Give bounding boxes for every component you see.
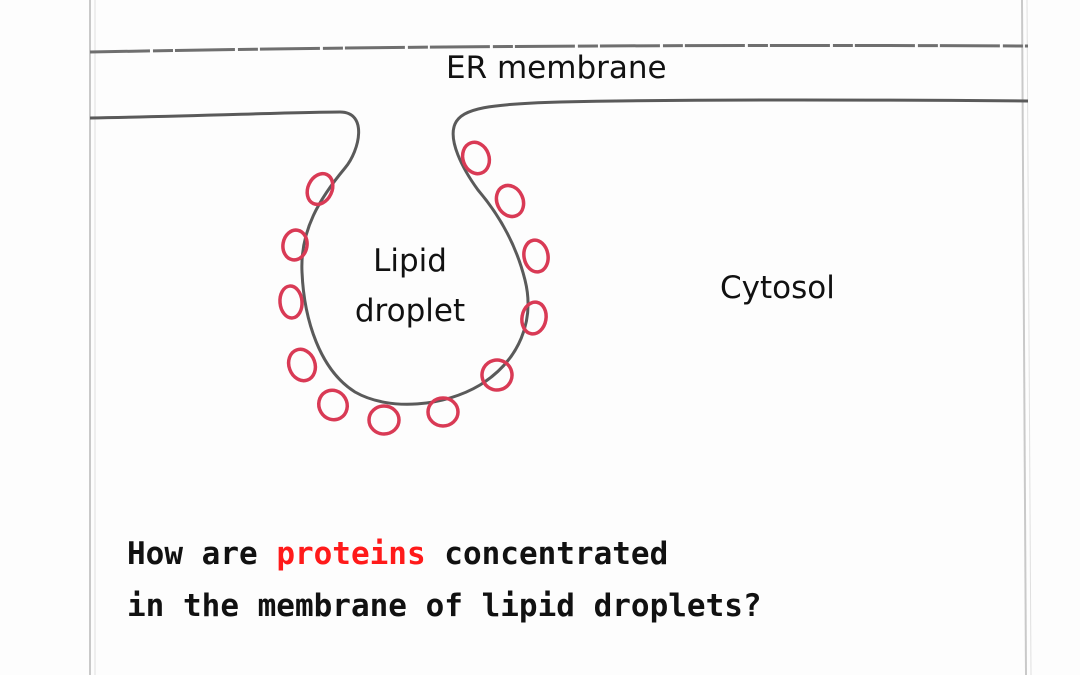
frame-right-line bbox=[1021, 0, 1027, 675]
protein-marker bbox=[460, 140, 492, 176]
lipid-droplet-label-line1: Lipid bbox=[373, 243, 447, 279]
protein-marker bbox=[316, 388, 350, 422]
question-text: How are proteins concentrated in the mem… bbox=[127, 528, 762, 632]
question-suffix: concentrated bbox=[425, 536, 669, 572]
er-membrane-label: ER membrane bbox=[446, 50, 667, 86]
protein-marker bbox=[281, 228, 309, 262]
lipid-droplet-label: Lipid droplet bbox=[330, 236, 490, 336]
protein-marker bbox=[522, 238, 550, 274]
cytosol-label: Cytosol bbox=[720, 270, 835, 306]
er-membrane-upper bbox=[89, 43, 1029, 54]
protein-marker bbox=[286, 347, 318, 383]
question-highlight: proteins bbox=[276, 536, 426, 572]
protein-marker bbox=[520, 300, 548, 336]
protein-marker bbox=[305, 171, 335, 207]
protein-marker bbox=[480, 358, 514, 392]
protein-group bbox=[278, 140, 550, 436]
protein-marker bbox=[494, 183, 526, 219]
lipid-droplet-label-line2: droplet bbox=[354, 293, 466, 329]
protein-marker bbox=[426, 396, 460, 428]
protein-marker bbox=[367, 404, 401, 436]
protein-marker bbox=[278, 284, 304, 320]
question-prefix: How are bbox=[127, 536, 277, 572]
frame-right-line-inner bbox=[1026, 0, 1032, 675]
question-line-1: How are proteins concentrated bbox=[127, 528, 762, 580]
er-membrane-lower-with-bud bbox=[89, 98, 1029, 406]
question-line-2: in the membrane of lipid droplets? bbox=[127, 588, 762, 624]
